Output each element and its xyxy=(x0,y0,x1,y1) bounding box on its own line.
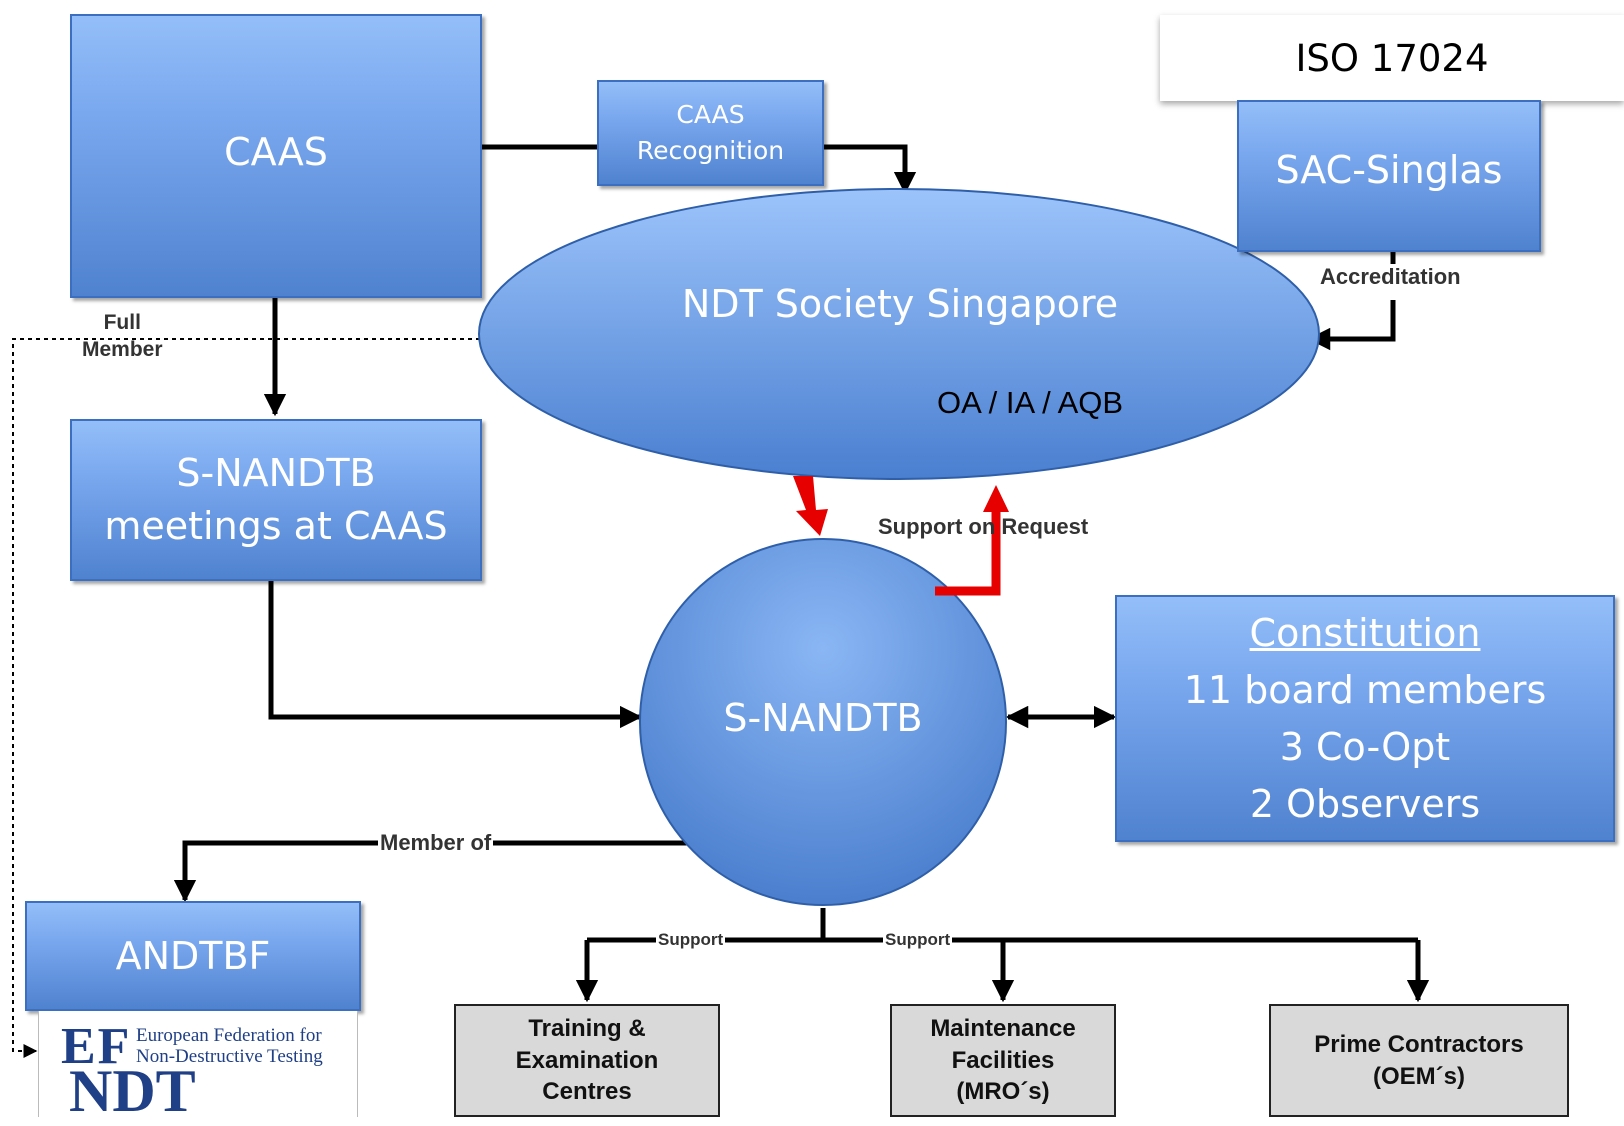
snandtb-meetings-box: S-NANDTB meetings at CAAS xyxy=(70,419,482,581)
ndt-society-sub-label: OA / IA / AQB xyxy=(936,385,1124,420)
snandtb-meetings-line1: S-NANDTB xyxy=(176,450,376,495)
iso-17024-box: ISO 17024 xyxy=(1160,15,1624,101)
constitution-line-3: 2 Observers xyxy=(1249,781,1481,826)
caas-recognition-line2: Recognition xyxy=(636,136,785,165)
member-of-arrow xyxy=(173,840,690,903)
full-member-line2: Member xyxy=(82,338,163,362)
support-label-left: Support xyxy=(656,930,726,950)
snandtb-circle xyxy=(639,538,1007,906)
red-up-arrowhead xyxy=(983,485,1009,512)
training-examination-box: Training & Examination Centres xyxy=(454,1004,720,1117)
snandtb-label: S-NANDTB xyxy=(723,696,923,740)
prime-line1: Prime Contractors xyxy=(1314,1030,1524,1058)
support-on-request-red-arrow xyxy=(935,510,1001,596)
andtbf-label: ANDTBF xyxy=(115,934,271,978)
caas-label: CAAS xyxy=(224,130,328,174)
sac-singlas-box: SAC-Singlas xyxy=(1237,100,1541,252)
caas-recognition-line1: CAAS xyxy=(676,99,745,129)
iso-17024-label: ISO 17024 xyxy=(1295,36,1489,80)
sac-singlas-label: SAC-Singlas xyxy=(1275,148,1503,192)
accreditation-label: Accreditation xyxy=(1318,264,1463,290)
member-of-label: Member of xyxy=(378,830,494,856)
maintenance-facilities-box: Maintenance Facilities (MRO´s) xyxy=(890,1004,1116,1117)
constitution-line-2: 3 Co-Opt xyxy=(1279,724,1451,769)
prime-line2: (OEM´s) xyxy=(1372,1062,1465,1090)
maintenance-line2: Facilities xyxy=(951,1046,1055,1074)
efndt-logo-line2: Non-Destructive Testing xyxy=(136,1046,323,1067)
full-member-dotted-line xyxy=(12,338,480,1058)
constitution-box: Constitution 11 board members 3 Co-Opt 2… xyxy=(1115,595,1615,842)
constitution-title: Constitution xyxy=(1249,610,1481,655)
efndt-logo-letters: EF xyxy=(61,1018,132,1075)
caas-box: CAAS xyxy=(70,14,482,298)
training-line1: Training & xyxy=(528,1014,646,1042)
ndt-society-label: NDT Society Singapore xyxy=(681,282,1119,326)
efndt-logo: EF NDT European Federation for Non-Destr… xyxy=(38,1011,358,1124)
caas-recognition-box: CAAS Recognition xyxy=(597,80,824,186)
maintenance-line1: Maintenance xyxy=(930,1014,1076,1042)
andtbf-box: ANDTBF xyxy=(25,901,361,1011)
prime-contractors-box: Prime Contractors (OEM´s) xyxy=(1269,1004,1569,1117)
support-label-right: Support xyxy=(883,930,953,950)
efndt-logo-ndt: NDT xyxy=(69,1058,196,1124)
training-line2: Examination xyxy=(515,1046,659,1074)
ndt-society-ellipse xyxy=(478,188,1320,480)
maintenance-line3: (MRO´s) xyxy=(956,1078,1050,1106)
training-line3: Centres xyxy=(542,1078,632,1106)
full-member-line1: Full xyxy=(103,311,141,334)
constitution-line-1: 11 board members xyxy=(1183,667,1547,712)
full-member-label: Full Member xyxy=(80,309,165,364)
recognition-to-ndt-arrow xyxy=(822,144,917,195)
snandtb-meetings-line2: meetings at CAAS xyxy=(104,504,448,548)
red-down-arrow xyxy=(793,476,828,536)
support-on-request-label: Support on Request xyxy=(878,514,1089,539)
efndt-logo-line1: European Federation for xyxy=(136,1025,322,1046)
meetings-to-snandtb-arrow xyxy=(268,580,643,729)
